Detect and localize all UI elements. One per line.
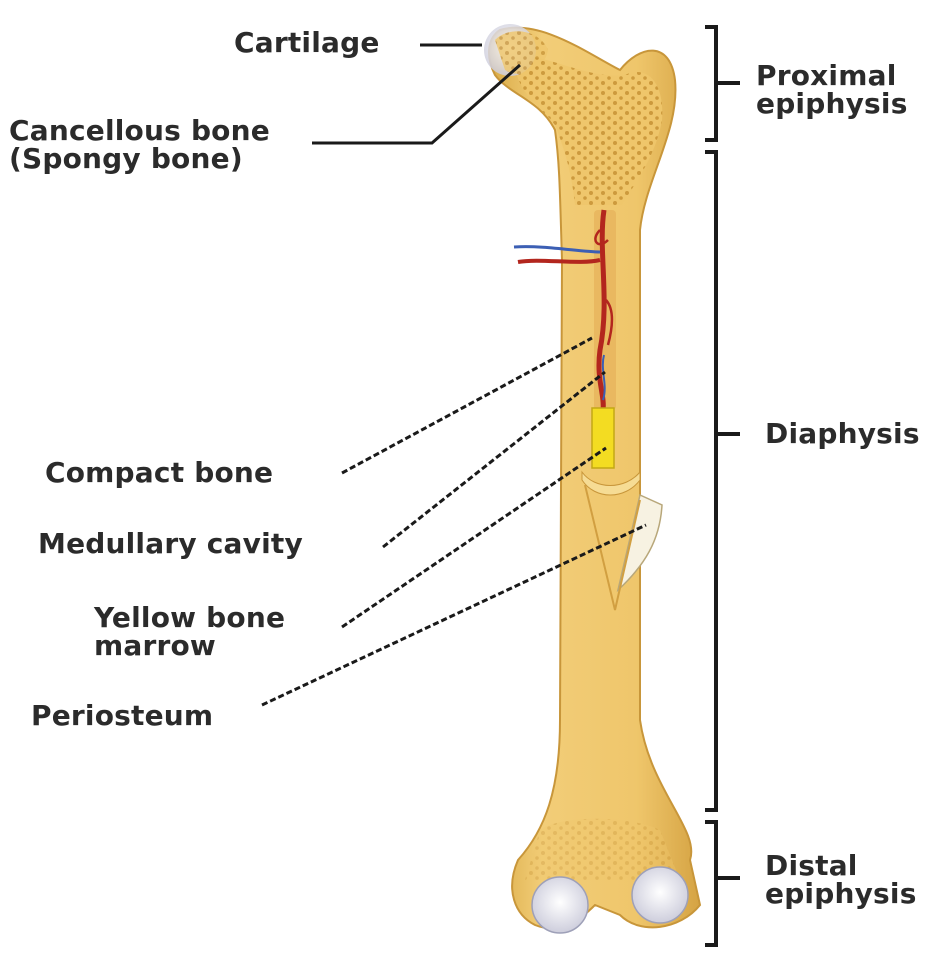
bracket-distal [705, 820, 718, 947]
bone-body [488, 26, 702, 930]
leader-lines [261, 43, 647, 707]
bracket-diaphysis [705, 150, 718, 812]
label-proximal-epiphysis: Proximal epiphysis [756, 62, 908, 118]
artery-branch [517, 258, 601, 264]
periosteum-flap [616, 493, 663, 593]
label-cancellous-line2: (Spongy bone) [9, 142, 243, 175]
bracket-proximal [705, 25, 718, 142]
head-spongy-cap [495, 31, 548, 74]
label-compact-bone: Compact bone [45, 456, 274, 489]
label-proximal-line1: Proximal [756, 59, 897, 92]
leader-cancellous [312, 63, 521, 145]
label-distal-line2: epiphysis [765, 877, 917, 910]
distal-spongy-region [525, 818, 680, 880]
label-distal-epiphysis: Distal epiphysis [765, 852, 917, 908]
distal-cartilage-right [631, 866, 689, 924]
distal-cartilage-left [531, 876, 589, 934]
leader-compact-bone [341, 336, 593, 475]
spongy-bone-region [514, 55, 663, 205]
label-yellow-marrow-line1: Yellow bone [94, 601, 286, 634]
shaft-cut-edge [584, 484, 641, 611]
label-cartilage: Cartilage [234, 26, 380, 59]
label-periosteum: Periosteum [31, 699, 214, 732]
label-yellow-marrow-line2: marrow [94, 629, 216, 662]
vein-lower [601, 354, 606, 401]
leader-medullary-cavity [382, 370, 606, 549]
label-distal-line1: Distal [765, 849, 858, 882]
leader-yellow-marrow [341, 446, 607, 629]
leader-periosteum [261, 523, 647, 707]
label-cancellous-line1: Cancellous bone [9, 114, 270, 147]
label-diaphysis: Diaphysis [765, 417, 920, 450]
vein-branch [513, 245, 601, 254]
label-medullary-cavity: Medullary cavity [38, 527, 303, 560]
label-yellow-bone-marrow: Yellow bone marrow [94, 604, 285, 660]
region-brackets [705, 25, 740, 947]
yellow-marrow [591, 407, 615, 469]
artery-branch-2 [594, 229, 614, 346]
label-proximal-line2: epiphysis [756, 87, 908, 120]
label-cancellous-bone: Cancellous bone (Spongy bone) [9, 117, 270, 173]
marrow-cut-surface [581, 470, 641, 496]
artery [596, 209, 607, 411]
